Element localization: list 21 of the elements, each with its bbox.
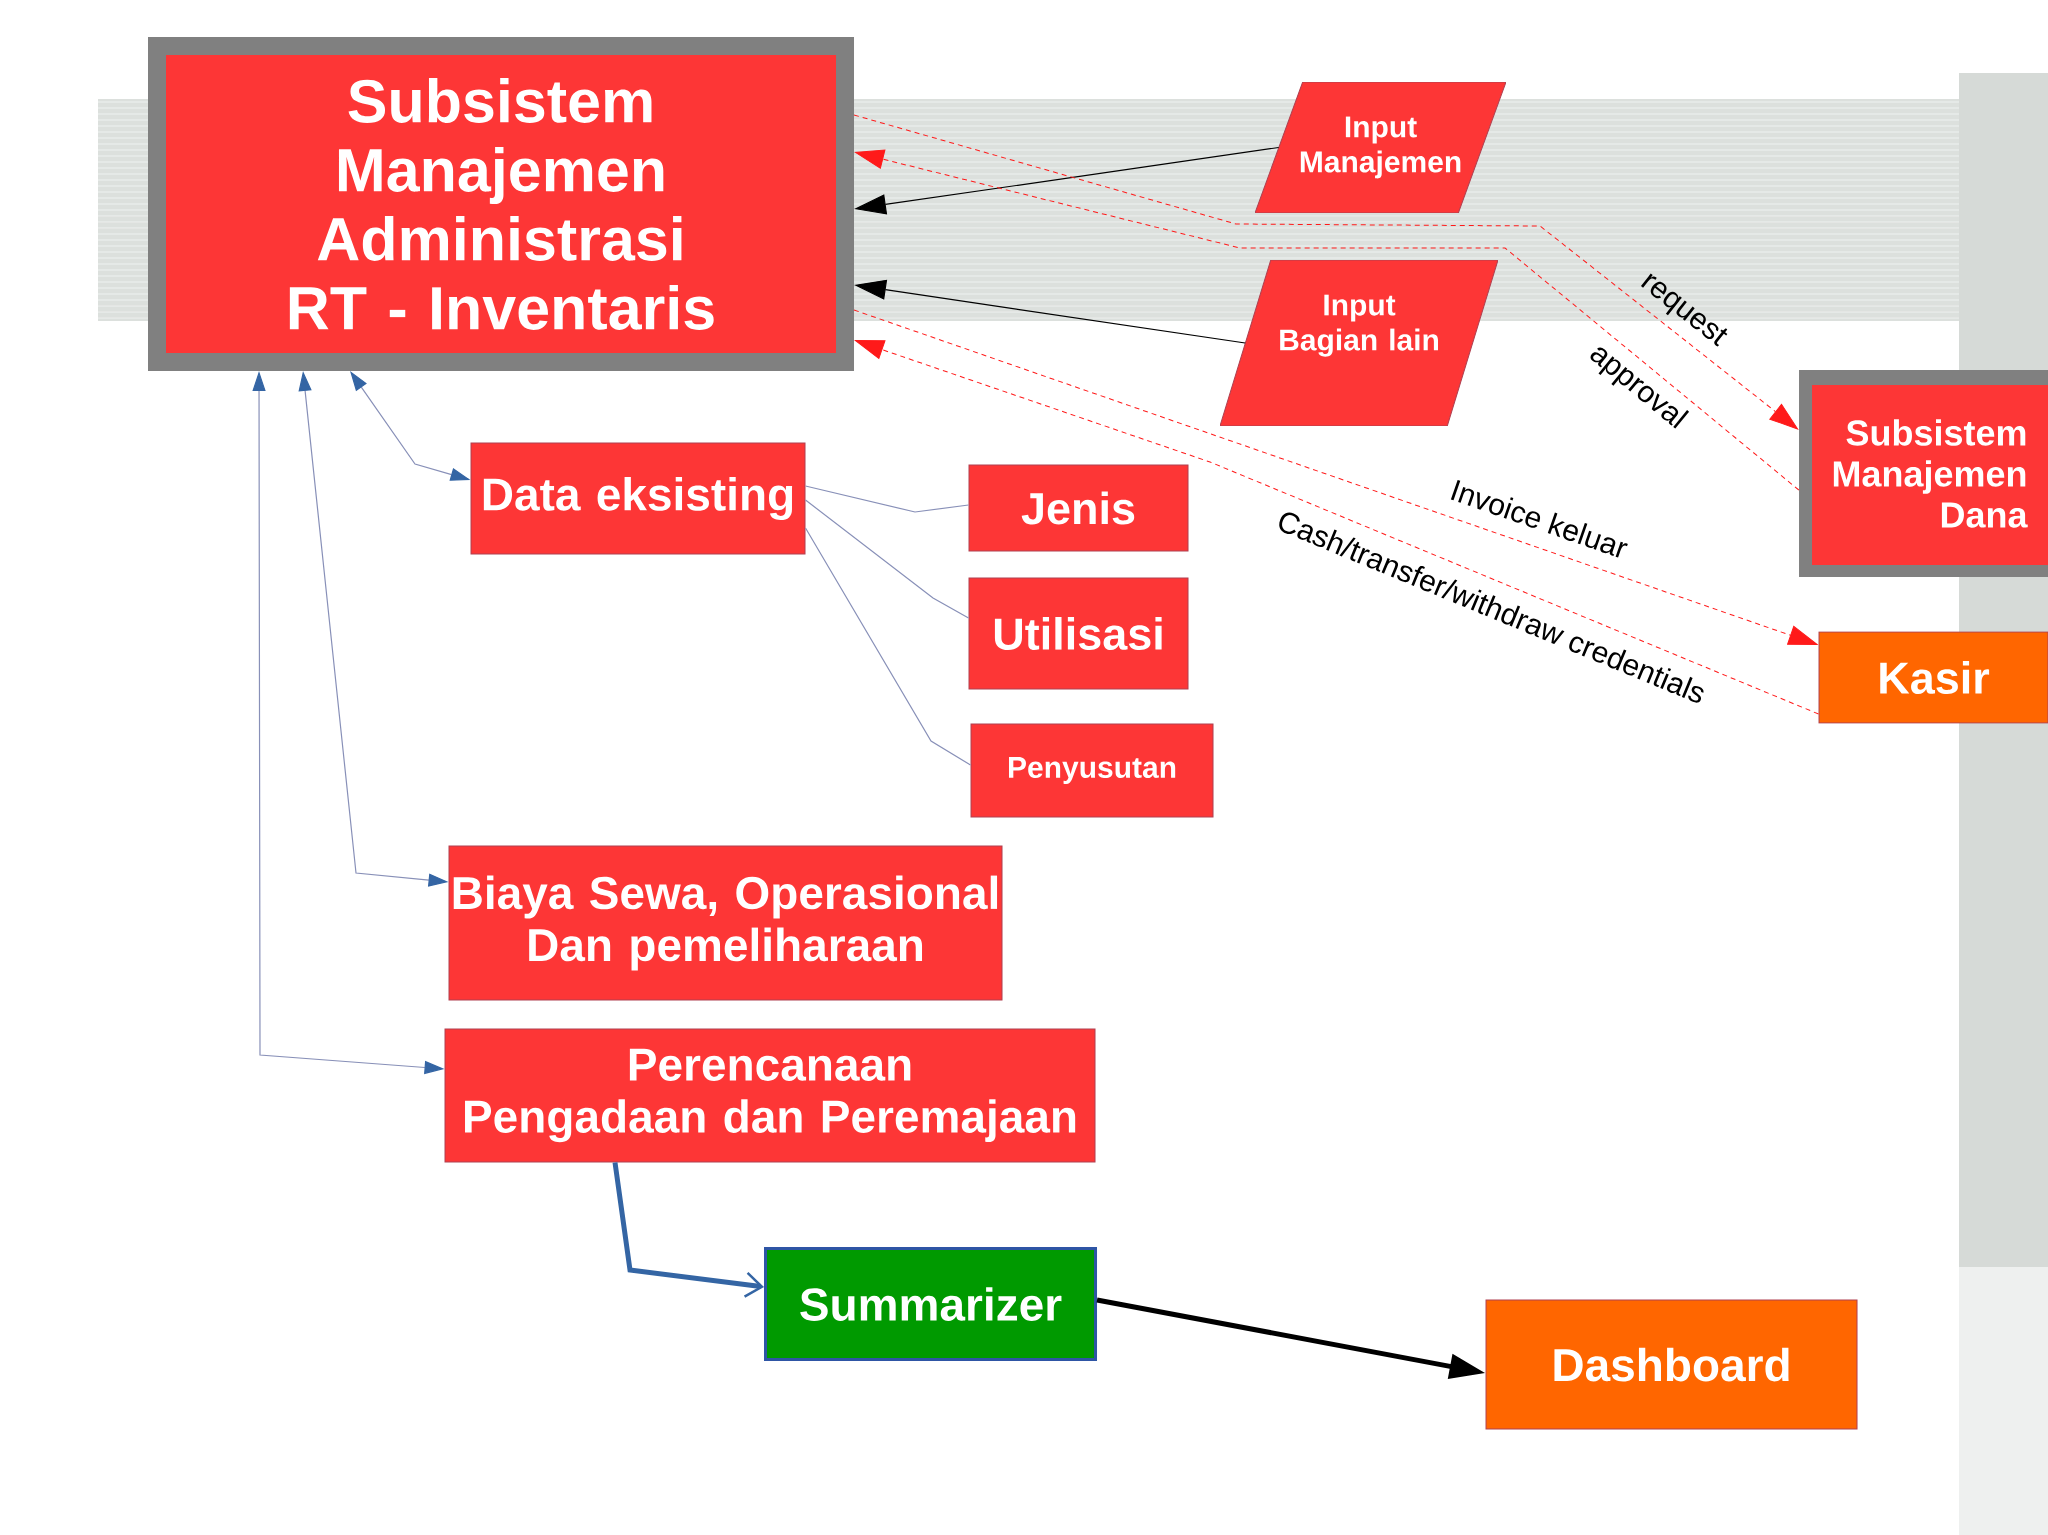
arrow [855, 149, 1800, 491]
subsystem-box: Subsistem Manajemen Dana [1799, 370, 2048, 577]
process-box: Jenis [968, 464, 1189, 552]
arrow [853, 309, 1818, 645]
process-box: Dashboard [1485, 1299, 1858, 1430]
process-box: Penyusutan [970, 723, 1214, 818]
input-parallelogram: Input Bagian lain [1220, 260, 1498, 426]
arrow [853, 114, 1799, 430]
subsystem-box: Subsistem Manajemen Administrasi RT - Inventaris [148, 37, 854, 371]
process-box: Perencanaan Pengadaan dan Peremajaan [444, 1028, 1096, 1163]
process-box: Utilisasi [968, 577, 1189, 690]
connector-line [804, 527, 972, 766]
process-box: Data eksisting [470, 442, 806, 555]
process-box: Summarizer [764, 1247, 1097, 1361]
arrow [612, 1162, 764, 1298]
process-box: Kasir [1818, 631, 2048, 724]
connector-line [804, 499, 970, 619]
input-parallelogram: Input Manajemen [1255, 82, 1506, 213]
connector-line [804, 485, 970, 513]
arrow [855, 340, 1819, 715]
process-box: Biaya Sewa, Operasional Dan pemeliharaan [448, 845, 1003, 1001]
